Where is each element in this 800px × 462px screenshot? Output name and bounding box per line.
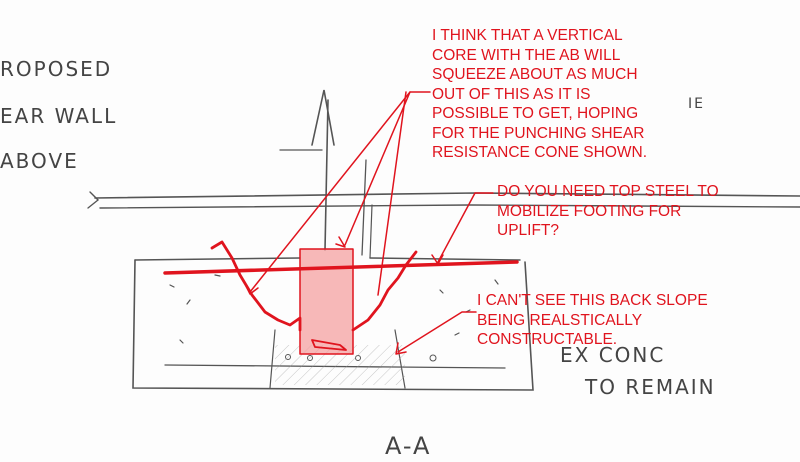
footing-outline: [132, 259, 534, 391]
wall-line-right: [361, 159, 367, 256]
red-markups: [163, 91, 519, 355]
punching-shear-cone: [210, 240, 418, 332]
anchor-bolt-mark: [311, 339, 347, 351]
leader-cone-right: [377, 91, 407, 296]
leader-back-slope: [397, 311, 477, 353]
leader-cone: [249, 91, 411, 293]
top-steel-line: [163, 260, 519, 275]
arrow-head: [311, 89, 335, 146]
label-edge-mark: IE: [688, 96, 705, 112]
rebar-dot: [429, 354, 437, 362]
annotation-vertical-core: I THINK THAT A VERTICAL CORE WITH THE AB…: [432, 27, 648, 161]
leader-back-slope-arrow: [395, 342, 407, 355]
label-proposed: ROPOSED: [0, 57, 112, 81]
leader-top-steel-arrow: [431, 254, 444, 265]
leader-arrowheads: [245, 236, 346, 295]
label-section: A-A: [385, 432, 431, 460]
arrow-shaft: [324, 99, 329, 251]
annotation-top-steel: DO YOU NEED TOP STEEL TO MOBILIZE FOOTIN…: [497, 183, 719, 239]
vertical-core-box: [299, 248, 354, 355]
label-wall: EAR WALL: [0, 104, 117, 128]
annotation-back-slope: I CAN'T SEE THIS BACK SLOPE BEING REALST…: [477, 292, 708, 348]
label-to-remain: TO REMAIN: [584, 375, 716, 399]
label-above: ABOVE: [0, 149, 79, 173]
break-mark: [87, 191, 100, 209]
slab-line-bottom: [99, 204, 800, 209]
wall-line-inner: [369, 204, 373, 259]
aggregate-marks: [169, 274, 499, 344]
label-existing-conc: EX CONC: [560, 343, 665, 367]
leader-top-steel: [437, 192, 494, 263]
footing-top: [134, 257, 521, 261]
